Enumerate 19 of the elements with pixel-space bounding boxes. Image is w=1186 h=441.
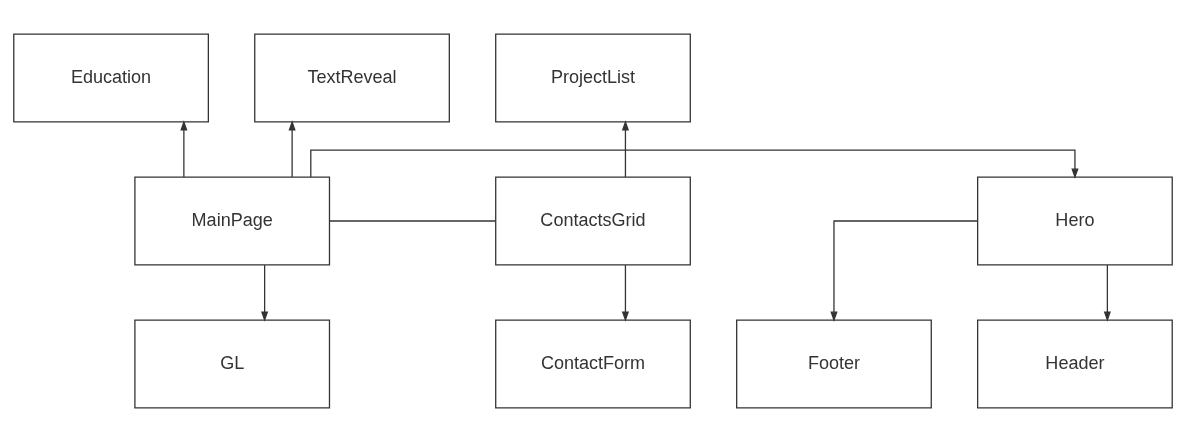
arrow bbox=[261, 263, 269, 322]
node-box: TextReveal bbox=[254, 33, 450, 122]
node-box: Footer bbox=[736, 319, 932, 408]
node-box: GL bbox=[134, 319, 331, 408]
connector bbox=[329, 219, 496, 222]
node-box: MainPage bbox=[134, 176, 331, 265]
node-box: Education bbox=[13, 33, 209, 122]
node-box: Hero bbox=[977, 176, 1173, 265]
arrow bbox=[288, 119, 296, 178]
node-box: Header bbox=[977, 319, 1173, 408]
node-box: ContactsGrid bbox=[495, 176, 691, 265]
arrow bbox=[180, 119, 188, 178]
arrow bbox=[830, 219, 979, 322]
arrow bbox=[621, 263, 630, 322]
arrow bbox=[310, 149, 1079, 179]
arrow bbox=[1103, 263, 1111, 322]
node-box: ContactForm bbox=[495, 319, 691, 408]
arrow bbox=[621, 119, 630, 178]
node-box: ProjectList bbox=[495, 33, 691, 122]
